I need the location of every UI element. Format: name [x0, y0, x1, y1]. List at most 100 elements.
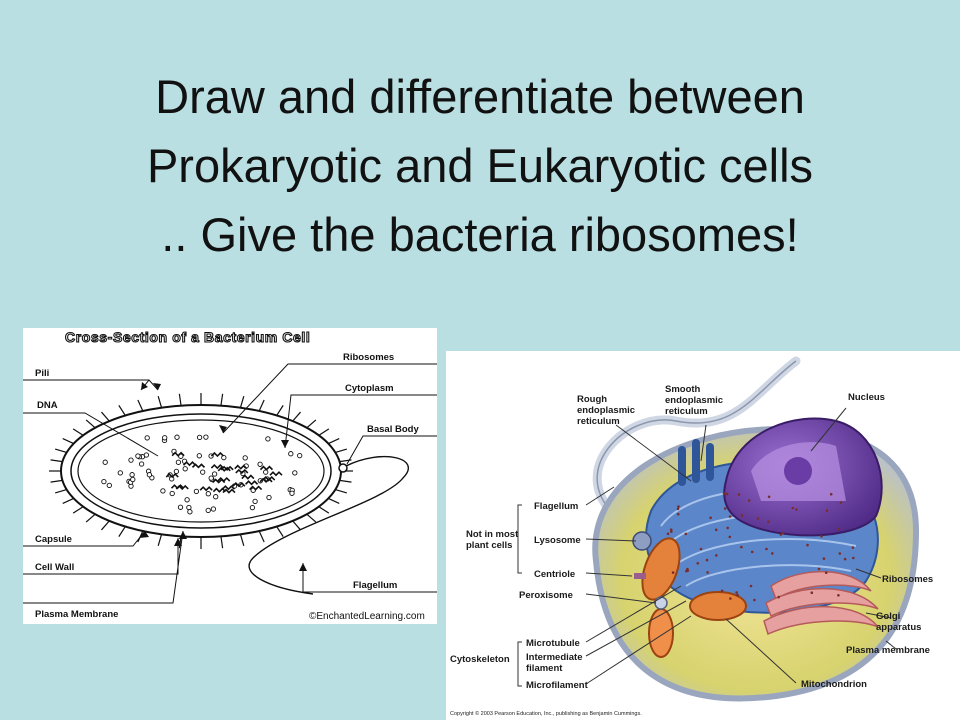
ribosome-dot [186, 504, 192, 511]
pilus [220, 393, 224, 406]
pilus [157, 534, 163, 547]
euk-ribosome-dot [670, 530, 673, 533]
euk-ribosome-dot [756, 517, 760, 520]
ribosome-dot [129, 472, 135, 478]
pilus [54, 489, 67, 494]
title-line-2: Prokaryotic and Eukaryotic cells [146, 139, 814, 192]
dna-strand [171, 451, 185, 457]
euk-ribosome-dot [736, 593, 739, 597]
pilus [178, 393, 182, 406]
euk-ribosome-dot [714, 528, 718, 532]
label-plasma-membrane: Plasma membrane [846, 645, 930, 656]
euk-ribosome-dot [753, 598, 756, 602]
euk-ribosome-dot [839, 501, 843, 504]
label-ribosomes: Ribosomes [882, 574, 933, 585]
pilus [101, 520, 110, 531]
pilus [54, 448, 67, 453]
ribosome-dot [187, 509, 193, 515]
pilus [50, 459, 63, 463]
pilus [258, 530, 265, 543]
eukaryote-copyright: Copyright © 2003 Pearson Education, Inc.… [450, 710, 642, 717]
euk-ribosome-dot [705, 558, 709, 562]
pilus [292, 411, 301, 422]
ribosome-dot [205, 491, 211, 497]
label-microfilament: Microfilament [526, 680, 589, 691]
euk-ribosome-dot [837, 527, 840, 531]
ribosome-dot [106, 482, 112, 489]
ribosome-dot [288, 451, 294, 457]
label-smooth-er-3: reticulum [665, 406, 708, 417]
ribosome-dot [200, 469, 206, 475]
euk-ribosome-dot [740, 514, 744, 517]
euk-ribosome-dot [699, 547, 703, 551]
euk-ribosome-dot [723, 507, 727, 510]
ribosome-dot [146, 472, 153, 478]
dna-strand [235, 468, 249, 475]
ribosome-dot [130, 476, 136, 483]
dna-strand [245, 480, 259, 486]
ribosome-dot [252, 498, 258, 505]
euk-ribosome-dot [825, 509, 829, 512]
label-intermediate-2: filament [526, 663, 563, 674]
euk-peroxisome [654, 596, 668, 610]
euk-ribosome-dot [750, 550, 754, 554]
dna-strand [175, 484, 189, 491]
slide-title: Draw and differentiate between Prokaryot… [0, 62, 960, 269]
dna-strand [232, 482, 246, 488]
ribosome-dot [143, 452, 150, 458]
dna-strand [259, 477, 273, 484]
euk-ribosome-dot [817, 567, 821, 571]
label-cell-wall: Cell Wall [35, 562, 74, 573]
pilus [276, 405, 284, 416]
ribosome-dot [297, 452, 303, 459]
label-smooth-er-1: Smooth [665, 384, 701, 395]
dna-strand [222, 488, 236, 494]
euk-ribosome-dot [767, 495, 771, 499]
dna-strand [241, 474, 255, 480]
ribosome-dot [211, 471, 218, 477]
ribosome-dot [257, 461, 263, 467]
euk-ribosome-dot [722, 492, 726, 495]
title-line-3: .. Give the bacteria ribosomes! [161, 208, 799, 261]
dna-strand [182, 461, 197, 467]
ribosome-dot [289, 490, 295, 496]
pilus [72, 506, 84, 514]
label-dna: DNA [37, 400, 58, 411]
pilus [239, 395, 245, 408]
dna-strand [191, 463, 206, 469]
euk-ribosome-dot [767, 520, 770, 523]
dna-strand [212, 487, 226, 493]
euk-ribosome-dot [810, 591, 814, 594]
euk-centriole [634, 573, 646, 579]
flagellum-line [248, 455, 410, 595]
label-rough-er-1: Rough [577, 394, 607, 405]
pilus [62, 497, 74, 504]
euk-ribosome-dot [737, 493, 741, 496]
euk-ribosome-dot [728, 535, 732, 539]
ribosome-dot [128, 457, 134, 463]
pilus [318, 428, 330, 436]
euk-ribosome-dot [728, 515, 732, 518]
dna-strand [220, 465, 234, 471]
ribosome-dot [135, 453, 141, 459]
euk-ribosome-dot [765, 547, 768, 551]
pilus [292, 520, 301, 531]
dna-strand [249, 485, 263, 491]
euk-ribosome-dot [838, 552, 842, 555]
euk-golgi [763, 570, 879, 636]
pilus [137, 399, 144, 412]
euk-ribosome-dot [709, 516, 712, 520]
ribosome-dot [221, 454, 227, 461]
pilus [276, 526, 284, 537]
nucleolus [784, 457, 812, 485]
plasma-membrane-outline [77, 419, 325, 523]
ribosome-dot [160, 488, 166, 494]
ribosome-dot [210, 506, 217, 512]
dna-strand [165, 472, 179, 479]
dna-strand [210, 451, 224, 458]
euk-ribosome-dot [747, 499, 751, 502]
euk-ribosome-dot [725, 492, 729, 496]
pilus [335, 448, 348, 453]
euk-ribosome-dot [806, 543, 809, 547]
pilus [118, 526, 126, 537]
